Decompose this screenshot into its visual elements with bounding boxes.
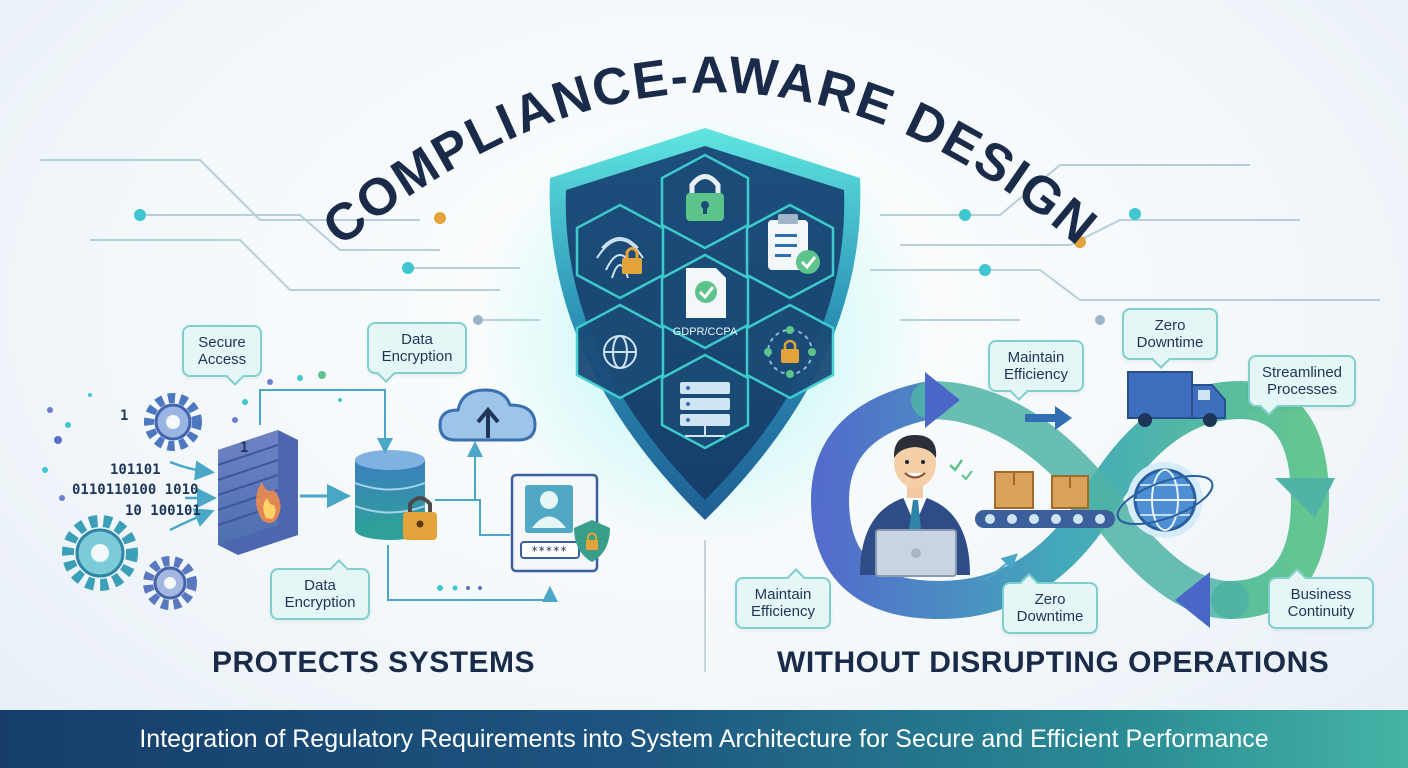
shield-label: GDPR/CCPA	[673, 326, 738, 338]
label-secure-access: Secure Access	[182, 325, 262, 386]
loop-arrowhead	[925, 372, 960, 428]
binary-text: 10 100101	[125, 503, 201, 519]
globe-icon	[603, 335, 637, 369]
compliance-shield: GDPR/CCPA	[549, 128, 861, 520]
small-flow-arrow	[984, 553, 1018, 581]
gear-icon	[144, 393, 202, 451]
connector-lines	[259, 389, 558, 602]
circuit-node	[134, 209, 146, 221]
footer-text: Integration of Regulatory Requirements i…	[139, 724, 1269, 753]
data-particles	[42, 371, 342, 501]
user-shield-icon: *****	[510, 473, 610, 573]
gear-icon	[62, 515, 138, 591]
password-mask: *****	[531, 544, 567, 558]
conveyor-boxes-icon	[975, 471, 1115, 528]
circuit-node	[1095, 315, 1105, 325]
firewall-icon	[217, 430, 298, 555]
label-maintain-efficiency-top: Maintain Efficiency	[988, 340, 1084, 401]
fingerprint-lock-icon	[596, 237, 644, 279]
label-maintain-efficiency-bottom: Maintain Efficiency	[735, 568, 831, 629]
database-lock-icon	[354, 450, 437, 540]
label-streamlined-processes: Streamlined Processes	[1248, 355, 1356, 416]
globe-icon	[1116, 462, 1214, 538]
label-data-encryption-top: Data Encryption	[367, 322, 467, 383]
binary-text: 0110110100 1010	[72, 482, 199, 498]
process-arrow	[1025, 406, 1072, 430]
server-icon	[680, 382, 730, 437]
clipboard-check-icon	[768, 214, 820, 274]
dotted-trail	[437, 585, 482, 591]
gear-icon	[143, 556, 197, 610]
circuit-lines-right	[870, 164, 1380, 321]
data-flow-arrows	[169, 460, 217, 532]
circuit-node	[979, 264, 991, 276]
label-zero-downtime-bottom: Zero Downtime	[1002, 573, 1098, 634]
binary-text: 101101	[110, 462, 161, 478]
circuit-node	[1129, 208, 1141, 220]
circuit-lines-left	[40, 159, 540, 321]
binary-text: 1	[120, 408, 129, 424]
cloud-upload-icon	[438, 388, 537, 442]
label-zero-downtime-top: Zero Downtime	[1122, 308, 1218, 369]
caption-without-disrupting-operations: WITHOUT DISRUPTING OPERATIONS	[777, 646, 1330, 679]
delivery-truck-icon	[1127, 371, 1226, 427]
loop-arrowhead	[1275, 478, 1335, 518]
circuit-node	[1074, 236, 1086, 248]
circuit-node	[434, 212, 446, 224]
binary-text: 1	[240, 440, 249, 456]
network-lock-icon	[764, 326, 816, 378]
loop-arrowhead	[1175, 572, 1210, 628]
footer-banner: Integration of Regulatory Requirements i…	[0, 710, 1408, 768]
caption-protects-systems: PROTECTS SYSTEMS	[212, 646, 536, 679]
padlock-icon	[686, 174, 724, 221]
circuit-node	[402, 262, 414, 274]
label-data-encryption-bottom: Data Encryption	[270, 559, 370, 620]
label-business-continuity: Business Continuity	[1268, 568, 1374, 629]
businessman-laptop-icon	[860, 435, 973, 577]
document-check-icon: GDPR/CCPA	[673, 268, 738, 338]
circuit-node	[959, 209, 971, 221]
